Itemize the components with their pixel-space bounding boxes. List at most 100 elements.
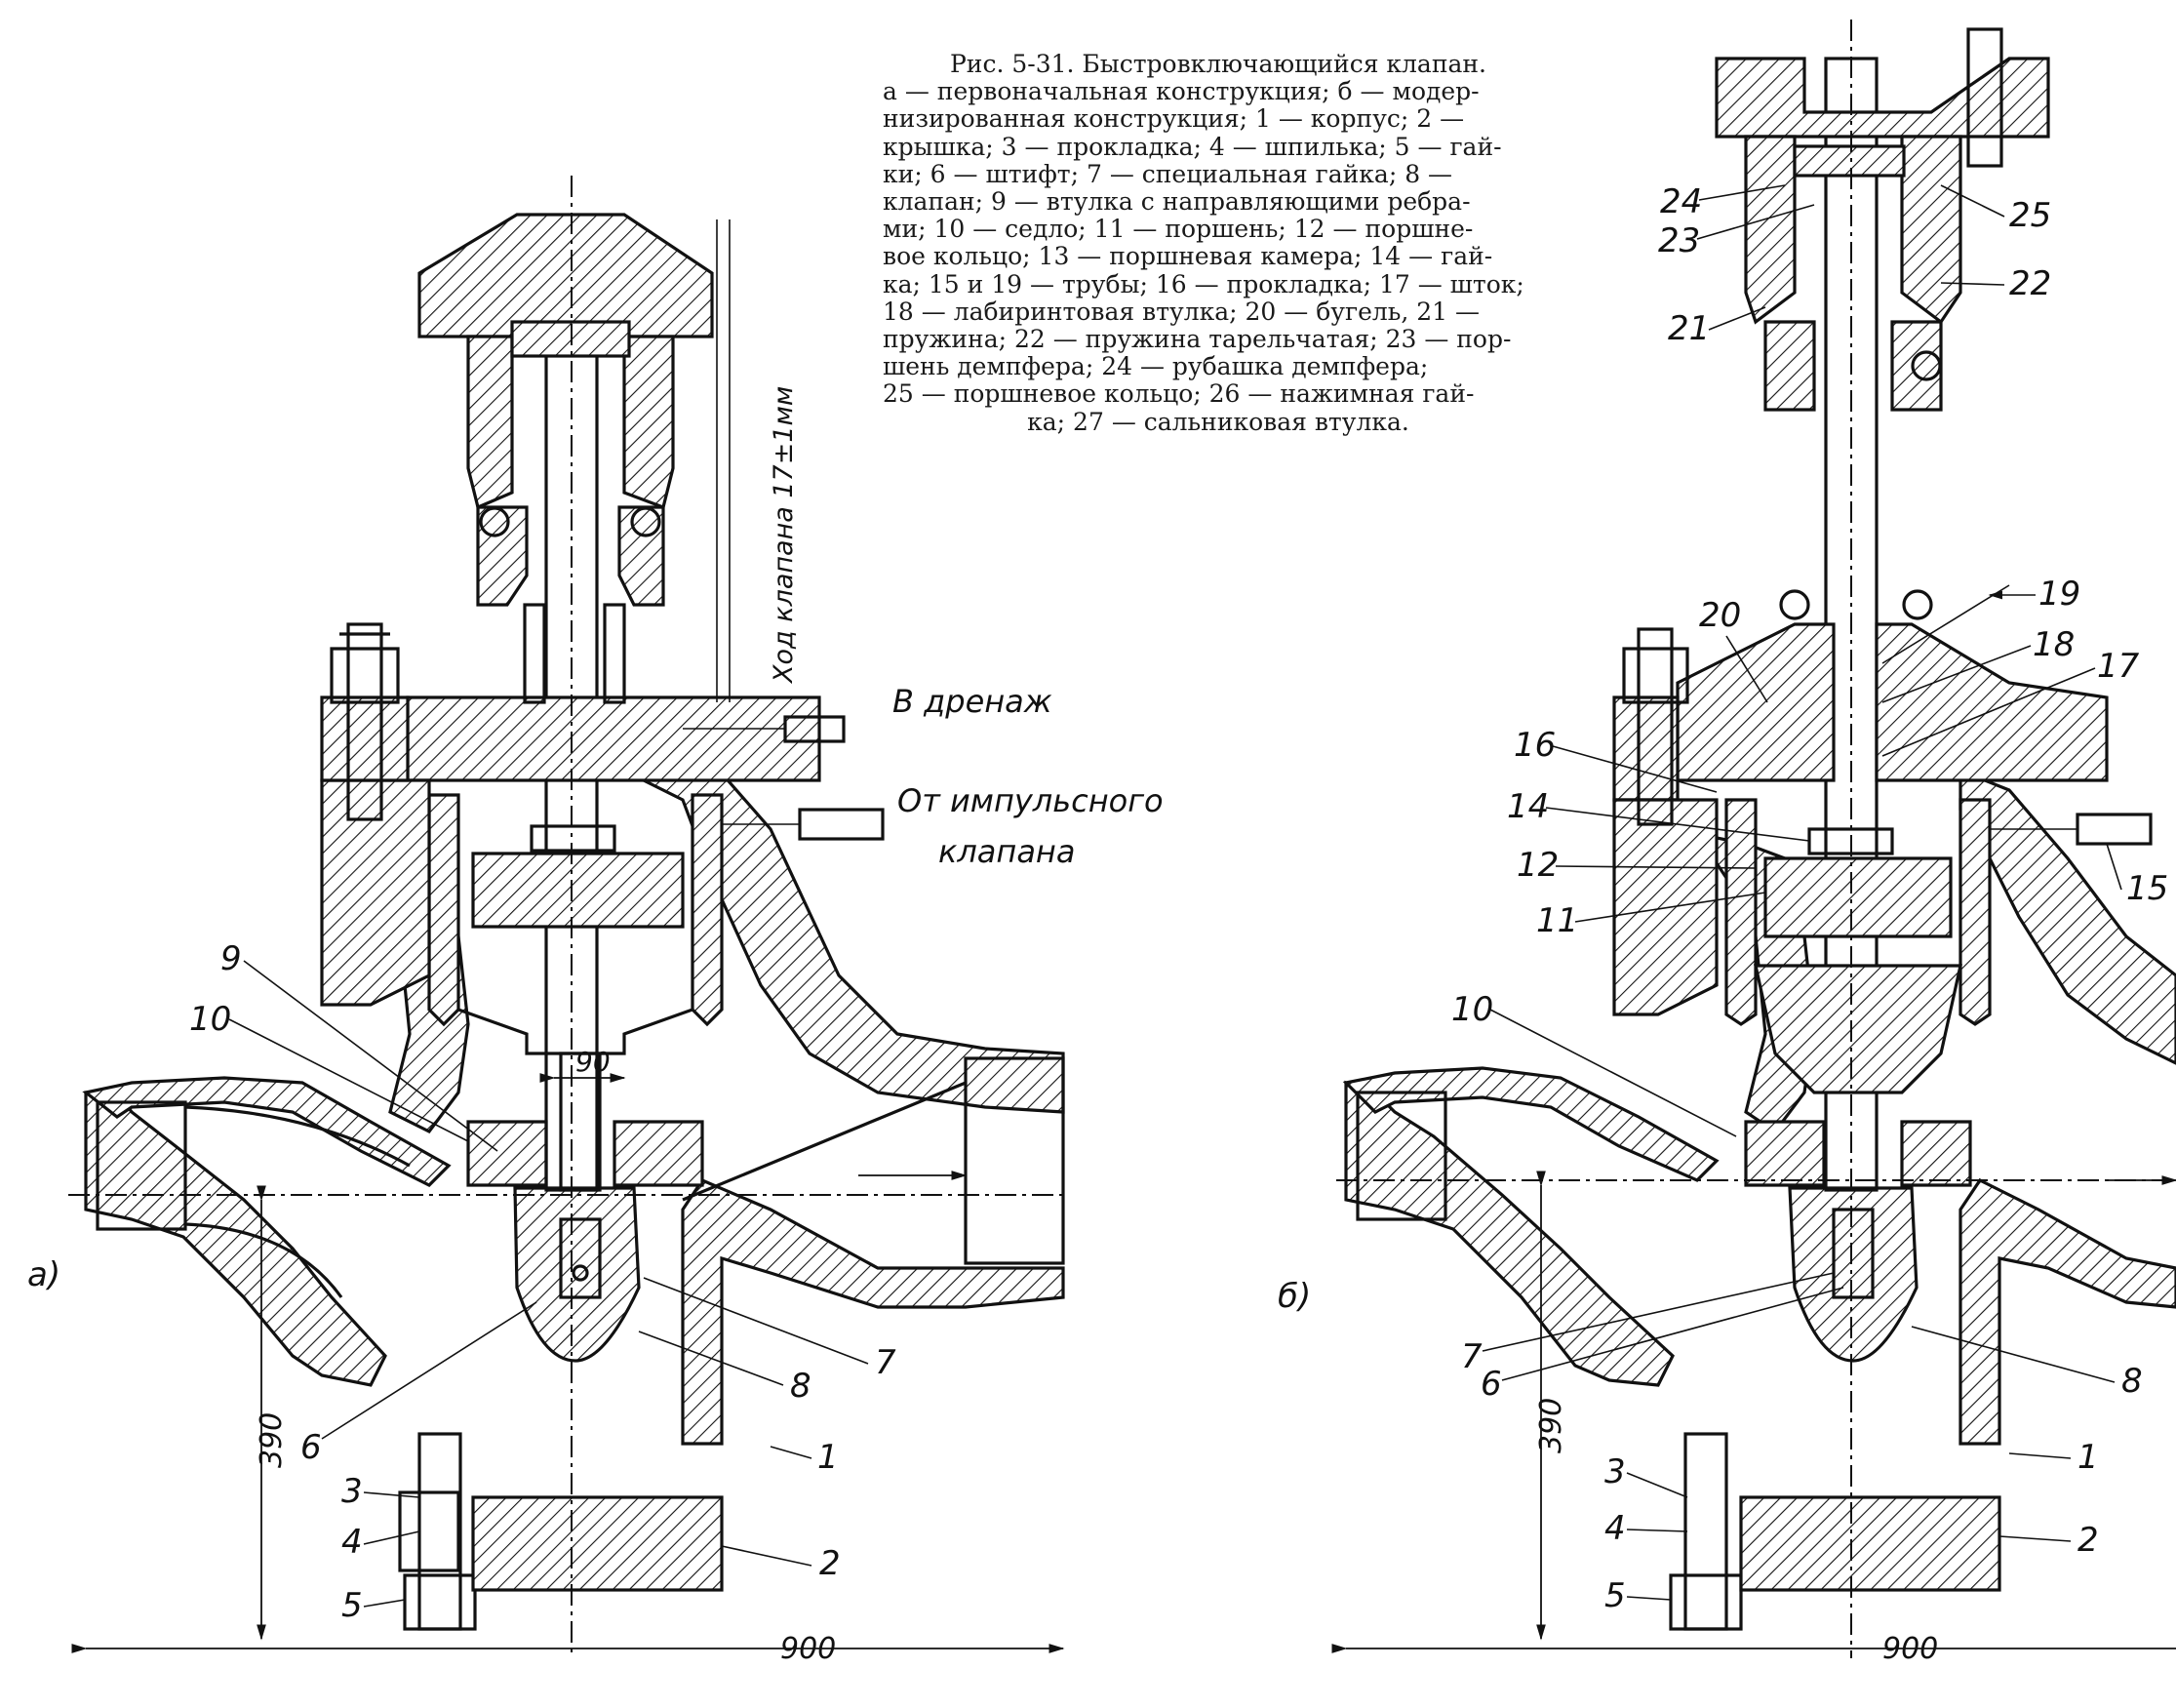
casing-bottom-right-b	[1958, 1177, 2176, 1446]
callout-1-b: 1	[2077, 1438, 2099, 1477]
nut-upper-a	[330, 632, 400, 704]
valve-disc-b	[1788, 1186, 1919, 1363]
seat-right-a	[613, 1120, 704, 1187]
callout-2-a: 2	[819, 1544, 841, 1583]
callout-6-a: 6	[300, 1428, 322, 1467]
bolt-flange-b	[1612, 695, 1680, 802]
chamber-bottom-a	[457, 1008, 693, 1055]
yoke-rod-right-a	[603, 603, 626, 704]
yoke-rod-left-a	[523, 603, 546, 704]
damper-piston-b	[1793, 144, 1906, 178]
caption-line: 25 — поршневое кольцо; 26 — нажимная гай…	[883, 379, 1475, 409]
damper-jacket-right-b	[1900, 135, 1962, 325]
piston-a	[471, 852, 685, 929]
cover-plate-a	[398, 1490, 460, 1572]
seat-b	[1744, 1120, 1826, 1187]
yoke-left-a	[476, 505, 529, 607]
callout-7-a: 7	[875, 1343, 896, 1382]
top-cap-a	[417, 213, 714, 338]
callout-8-a: 8	[790, 1367, 811, 1406]
caption-line: а — первоначальная конструкция; б — моде…	[883, 77, 1480, 106]
callout-18-b: 18	[2033, 625, 2075, 664]
caption-title: Рис. 5-31. Быстровключающийся клапан.	[949, 50, 1486, 78]
casing-bottom-right-a	[681, 1178, 1065, 1446]
callouts-a: 1 2 3 4 5 6 7 8 9 10	[189, 939, 896, 1625]
spring-eye-right-b	[1902, 589, 1933, 620]
damper-jacket-left-a	[466, 335, 514, 510]
damper-jacket-right-a	[622, 335, 675, 510]
callout-4-b: 4	[1604, 1509, 1626, 1548]
yoke-right-a	[617, 505, 665, 607]
callout-16-b: 16	[1514, 726, 1556, 765]
yoke-arm-right-b	[1890, 320, 1943, 412]
dim-90-label: 90	[575, 1046, 611, 1078]
caption-line: клапан; 9 — втулка с направляющими ребра…	[883, 187, 1471, 217]
gasket-a	[471, 1495, 724, 1592]
valve-disc-a	[513, 1186, 641, 1363]
chamber-wall-left-b	[1724, 798, 1758, 1026]
callout-8-b: 8	[2121, 1362, 2143, 1401]
dim-900-label-b: 900	[1882, 1632, 1938, 1666]
callout-12-b: 12	[1517, 846, 1559, 885]
spring-eye-left-b	[1779, 589, 1810, 620]
stud-top-b	[1966, 27, 2003, 168]
caption-line: 18 — лабиринтовая втулка; 20 — бугель, 2…	[883, 297, 1481, 326]
callout-20-b: 20	[1699, 596, 1741, 635]
flow-passage-a	[184, 1081, 967, 1298]
dim-390-label-b: 390	[1534, 1398, 1568, 1453]
callouts-b: 1 2 3 4 5 6 7 8 10 11 12 14 15	[1451, 182, 2168, 1615]
stud-lower-b	[1683, 1432, 1728, 1631]
impulse-pipe-a	[798, 808, 885, 841]
callout-23-b: 23	[1658, 221, 1700, 260]
caption-line: крышка; 3 — прокладка; 4 — шпилька; 5 — …	[883, 132, 1502, 161]
figure-caption: Рис. 5-31. Быстровключающийся клапан. а …	[883, 50, 1554, 436]
chamber-wall-right-a	[691, 793, 724, 1027]
callout-10-b: 10	[1451, 990, 1493, 1029]
caption-line: шень демпфера; 24 — рубашка демпфера;	[883, 352, 1429, 381]
callout-10-a: 10	[189, 1000, 231, 1039]
stud-lower-a	[417, 1432, 462, 1631]
view-a: а) В дренаж От импульсного клапана Ход к…	[27, 176, 1164, 1666]
nut-lower-a	[403, 1573, 477, 1631]
callout-25-b: 25	[2009, 196, 2051, 235]
caption-line: низированная конструкция; 1 — корпус; 2 …	[883, 104, 1465, 134]
inlet-bore-b	[1356, 1091, 1447, 1221]
callout-15-b: 15	[2126, 869, 2168, 908]
callout-9-a: 9	[220, 939, 242, 978]
callout-7-b: 7	[1461, 1337, 1483, 1376]
impulse-label-2: клапана	[938, 833, 1075, 870]
stud-upper-b	[1637, 627, 1674, 826]
spring-eye-left-a	[479, 506, 510, 537]
inlet-bore-a	[96, 1100, 187, 1231]
yoke-arm-left-b	[1763, 320, 1816, 412]
callout-4-a: 4	[341, 1523, 363, 1562]
callout-21-b: 21	[1668, 309, 1710, 348]
callout-6-b: 6	[1481, 1365, 1502, 1404]
valve-pin-a	[559, 1217, 602, 1299]
drain-label: В дренаж	[892, 683, 1052, 720]
nut-upper-b	[1622, 647, 1689, 704]
bonnet-flange-a	[406, 695, 821, 782]
seat-a	[466, 1120, 548, 1187]
cover-flange-a	[320, 778, 431, 1007]
callout-3-b: 3	[1604, 1452, 1626, 1491]
pin-hole-a	[572, 1264, 589, 1282]
caption-line: пружина; 22 — пружина тарельчатая; 23 — …	[883, 325, 1512, 354]
dim-900-label-a: 900	[780, 1632, 836, 1666]
stroke-label: Ход клапана 17±1мм	[769, 386, 799, 685]
damper-jacket-left-b	[1744, 135, 1797, 325]
caption-line: ки; 6 — штифт; 7 — специальная гайка; 8 …	[883, 159, 1453, 188]
piston-nut-a	[530, 824, 616, 853]
top-cap-b	[1715, 57, 2050, 139]
callout-2-b: 2	[2077, 1521, 2099, 1560]
callout-5-b: 5	[1604, 1576, 1626, 1615]
caption-line: вое кольцо; 13 — поршневая камера; 14 — …	[883, 242, 1493, 271]
stud-upper-a	[346, 622, 383, 821]
callout-14-b: 14	[1507, 787, 1549, 826]
callout-11-b: 11	[1536, 901, 1578, 940]
labyrinth-cone-b	[1754, 964, 1962, 1094]
bolt-flange-a	[320, 695, 410, 782]
callout-3-a: 3	[341, 1472, 363, 1511]
caption-line: ка; 15 и 19 — трубы; 16 — прокладка; 17 …	[883, 269, 1524, 298]
callout-1-a: 1	[817, 1438, 839, 1477]
